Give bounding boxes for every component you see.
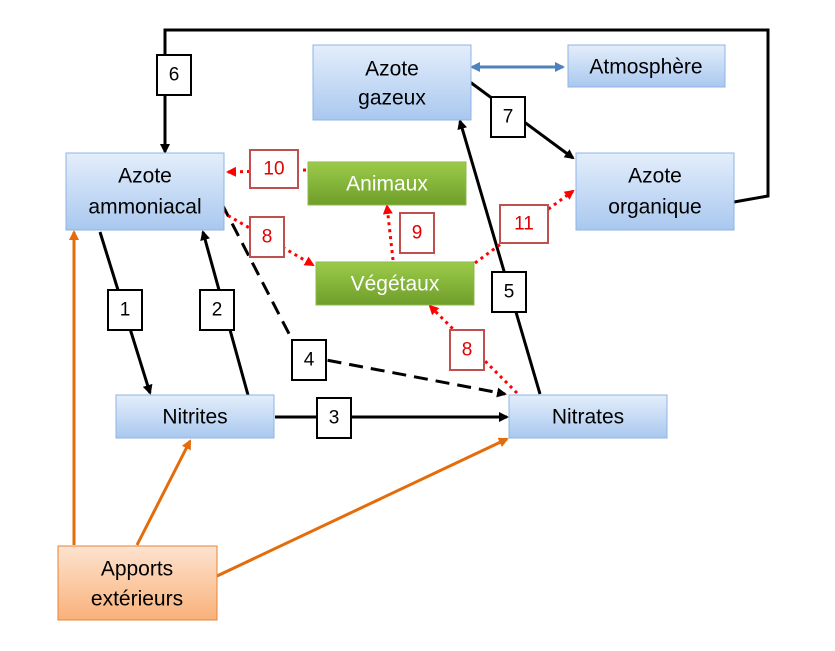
arrow-apports-to-nitrates [216, 437, 509, 578]
svg-text:8: 8 [462, 340, 473, 361]
svg-text:6: 6 [169, 65, 180, 86]
node-animaux: Animaux [307, 161, 467, 206]
node-nitrites: Nitrites [115, 394, 275, 439]
process-label-7: 7 [490, 96, 526, 138]
process-label-2: 2 [199, 289, 235, 331]
arrow-apports-to-nitrites [135, 439, 192, 546]
arrow-10-animaux-to-ammoniacal [226, 166, 307, 177]
node-atmosphere: Atmosphère [567, 44, 726, 88]
svg-text:11: 11 [514, 214, 534, 235]
node-azote-organique-line2: organique [608, 196, 701, 219]
process-label-6: 6 [156, 54, 192, 96]
svg-text:3: 3 [329, 408, 340, 429]
node-apports-exterieurs: Apports extérieurs [57, 545, 218, 621]
arrow-4-ammoniacal-to-nitrates [220, 203, 507, 398]
node-azote-ammoniacal-line1: Azote [118, 165, 172, 188]
arrow-5-nitrates-to-gazeux [457, 119, 542, 395]
svg-text:1: 1 [120, 300, 131, 321]
process-label-5: 5 [491, 271, 527, 313]
node-nitrates-label: Nitrates [552, 406, 624, 429]
node-azote-organique: Azote organique [575, 152, 735, 231]
node-vegetaux: Végétaux [315, 261, 475, 306]
node-azote-gazeux-line1: Azote [365, 58, 419, 81]
node-apports-line2: extérieurs [91, 588, 183, 611]
svg-text:10: 10 [263, 159, 284, 180]
process-label-10: 10 [249, 149, 299, 189]
svg-text:5: 5 [504, 282, 515, 303]
node-azote-ammoniacal-line2: ammoniacal [88, 196, 201, 219]
node-azote-organique-line1: Azote [628, 165, 682, 188]
node-azote-ammoniacal: Azote ammoniacal [65, 152, 225, 231]
process-label-9: 9 [399, 212, 435, 254]
node-nitrites-label: Nitrites [162, 406, 227, 429]
svg-text:2: 2 [212, 300, 223, 321]
process-label-1: 1 [107, 289, 143, 331]
process-label-8-ammoniacal: 8 [249, 216, 285, 258]
node-apports-line1: Apports [101, 558, 173, 581]
svg-text:8: 8 [262, 227, 273, 248]
node-atmosphere-label: Atmosphère [589, 56, 702, 79]
node-animaux-label: Animaux [346, 173, 428, 196]
arrow-9-vegetaux-to-animaux [382, 204, 395, 261]
svg-text:9: 9 [412, 223, 423, 244]
process-label-4: 4 [291, 339, 327, 381]
node-vegetaux-label: Végétaux [351, 273, 440, 296]
node-azote-gazeux-line2: gazeux [358, 87, 426, 110]
node-azote-gazeux: Azote gazeux [312, 44, 472, 121]
svg-text:7: 7 [503, 107, 514, 128]
node-nitrates: Nitrates [508, 394, 668, 439]
process-label-11: 11 [499, 204, 549, 244]
process-label-3: 3 [316, 397, 352, 439]
process-label-8-nitrates: 8 [449, 329, 485, 371]
svg-text:4: 4 [304, 350, 315, 371]
